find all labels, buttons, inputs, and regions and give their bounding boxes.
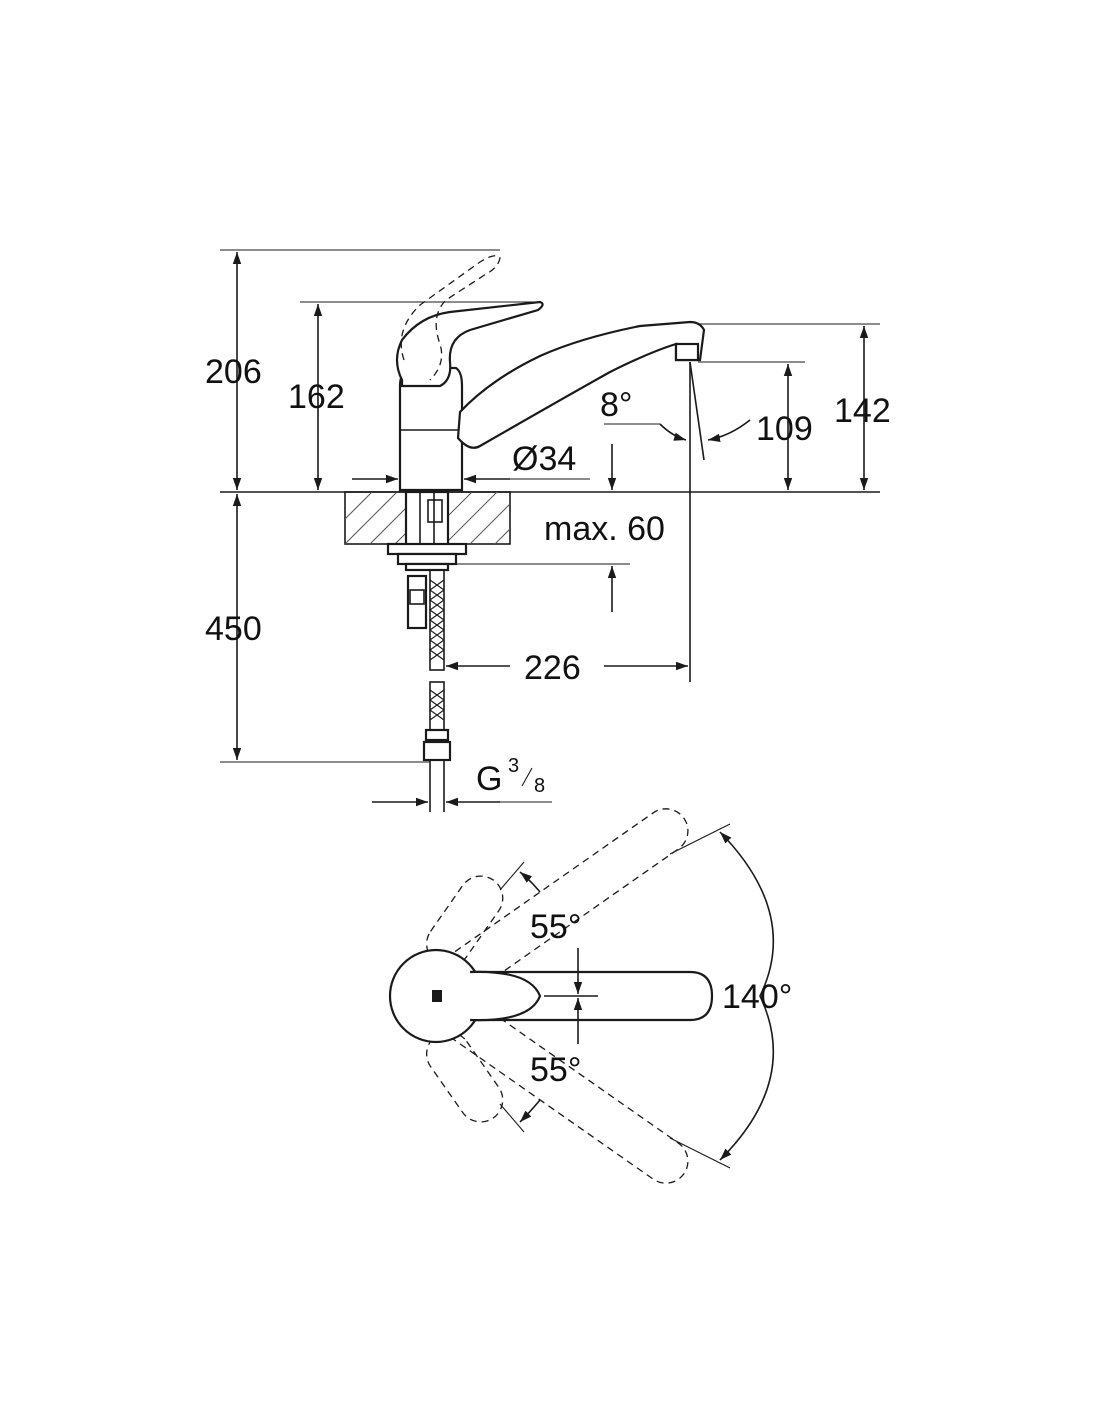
dim-body-height: 162 <box>288 378 345 416</box>
dim-body-diameter: Ø34 <box>512 440 576 478</box>
lever-right-down-position <box>425 985 689 1184</box>
top-view: 55° 55° 140° <box>388 808 792 1184</box>
dim-counter-thickness: max. 60 <box>544 510 665 548</box>
lever-right-up-position <box>425 808 689 1007</box>
dim-spout-height: 142 <box>834 392 891 430</box>
flex-hose <box>422 569 452 812</box>
lever-top-view <box>388 948 714 1044</box>
spout <box>456 320 706 449</box>
dim-spout-angle: 8° <box>600 386 633 424</box>
dim-outlet-height: 109 <box>756 410 813 448</box>
lever-handle <box>395 300 544 388</box>
lever-left-up-position <box>425 875 504 967</box>
swing-arc <box>719 831 775 1161</box>
dim-thread-letter: G <box>476 760 502 798</box>
lever-raised-position <box>400 255 501 381</box>
angle-total-swing: 140° <box>722 978 792 1016</box>
dim-hose-length: 450 <box>205 610 262 648</box>
dim-thread-numerator: 3 <box>508 755 519 777</box>
dim-total-height: 206 <box>205 353 262 391</box>
side-view: 206 162 142 109 8° Ø34 max. 60 <box>205 249 891 812</box>
angle-upper: 55° <box>530 908 581 946</box>
lever-left-down-position <box>425 1031 504 1123</box>
mounting-shank <box>386 490 468 630</box>
angle-lower: 55° <box>530 1051 581 1089</box>
dim-thread-denominator: 8 <box>534 775 545 797</box>
dim-spout-reach: 226 <box>524 649 581 687</box>
